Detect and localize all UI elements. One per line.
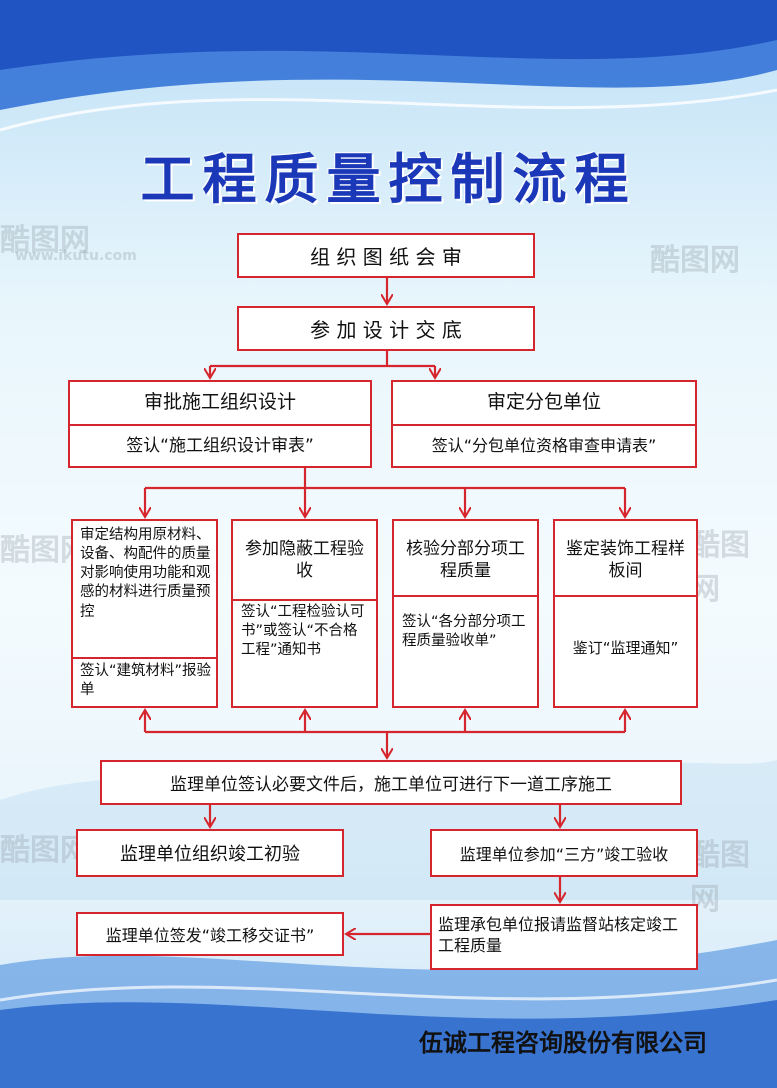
- report-supervision-label: 监理承包单位报请监督站核定竣工工程质量: [438, 915, 679, 956]
- watermark-logo: 酷图网: [650, 243, 740, 278]
- materials-label: 审定结构用原材料、设备、构配件的质量对影响使用功能和观感的材料进行质量预控: [80, 527, 211, 620]
- concealed-work-sign: 签认“工程检验认可书”或签认“不合格工程”通知书: [241, 604, 365, 659]
- divider: [393, 424, 695, 426]
- divider: [73, 657, 216, 659]
- box-construction-design: 审批施工组织设计 签认“施工组织设计审表”: [68, 380, 372, 468]
- box-concealed-work: 参加隐蔽工程验收 签认“工程检验认可书”或签认“不合格工程”通知书: [231, 519, 378, 708]
- watermark-logo: 酷图网: [0, 223, 90, 258]
- construction-design-sign: 签认“施工组织设计审表”: [126, 435, 314, 456]
- box-sample-room: 鉴定装饰工程样板间 鉴订“监理通知”: [553, 519, 698, 708]
- box-materials: 审定结构用原材料、设备、构配件的质量对影响使用功能和观感的材料进行质量预控 签认…: [71, 519, 218, 708]
- box-subitem-quality: 核验分部分项工程质量 签认“各分部分项工程质量验收单”: [392, 519, 539, 708]
- divider: [555, 595, 696, 597]
- subcontractor-sign: 签认“分包单位资格审查申请表”: [431, 436, 657, 456]
- step-three-party-acceptance: 监理单位参加“三方”竣工验收: [430, 829, 698, 877]
- step-drawing-review: 组 织 图 纸 会 审: [237, 233, 535, 278]
- watermark-logo: 酷图网: [0, 833, 90, 868]
- construction-design-label: 审批施工组织设计: [143, 391, 296, 414]
- sample-room-sign: 鉴订“监理通知”: [572, 639, 679, 658]
- subitem-quality-label: 核验分部分项工程质量: [406, 538, 525, 581]
- sample-room-label: 鉴定装饰工程样板间: [566, 538, 685, 581]
- company-name: 伍诚工程咨询股份有限公司: [419, 1028, 707, 1057]
- subcontractor-label: 审定分包单位: [486, 391, 601, 414]
- step-design-disclosure: 参 加 设 计 交 底: [237, 306, 535, 351]
- materials-sign: 签认“建筑材料”报验单: [80, 663, 212, 699]
- step-next-process: 监理单位签认必要文件后，施工单位可进行下一道工序施工: [100, 760, 682, 805]
- concealed-work-label: 参加隐蔽工程验收: [245, 538, 364, 581]
- divider: [394, 595, 537, 597]
- step-report-supervision: 监理承包单位报请监督站核定竣工工程质量: [430, 904, 698, 970]
- step-initial-acceptance: 监理单位组织竣工初验: [76, 829, 344, 877]
- divider: [233, 599, 376, 601]
- box-subcontractor: 审定分包单位 签认“分包单位资格审查申请表”: [391, 380, 697, 468]
- page-title: 工程质量控制流程: [140, 147, 637, 211]
- step-issue-certificate: 监理单位签发“竣工移交证书”: [76, 912, 344, 956]
- divider: [70, 424, 370, 426]
- watermark-url: www.ikutu.com: [15, 248, 137, 264]
- subitem-quality-sign: 签认“各分部分项工程质量验收单”: [402, 614, 526, 650]
- watermark-logo: 酷图网: [690, 528, 750, 607]
